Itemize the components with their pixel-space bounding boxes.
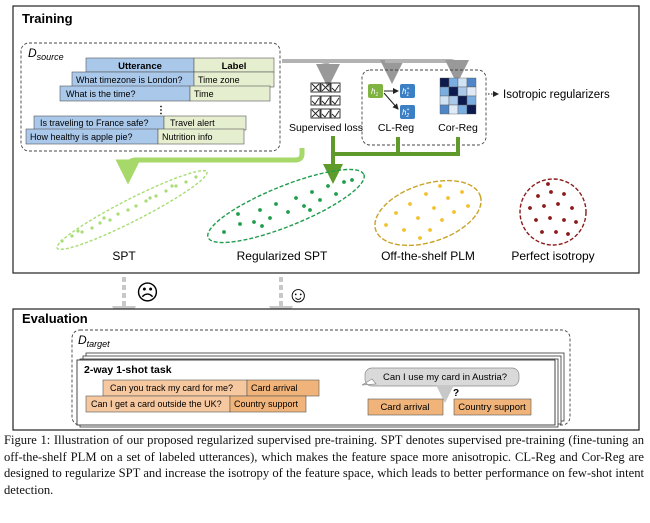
regularized-spt-label: Regularized SPT [237, 249, 328, 263]
svg-text:What is the time?: What is the time? [66, 89, 136, 99]
spt-space [56, 169, 208, 251]
spt-label: SPT [112, 249, 136, 263]
svg-text:h+1: h+1 [402, 86, 409, 98]
support-row: Can you track my card for me? Card arriv… [102, 379, 320, 397]
plm-label: Off-the-shelf PLM [381, 249, 475, 263]
query-bubble: Can I use my card in Austria? [361, 367, 520, 387]
svg-text:Can I use my card in Austria?: Can I use my card in Austria? [383, 372, 507, 383]
arrow-to-spt [115, 148, 305, 185]
svg-text:h+2: h+2 [402, 107, 409, 119]
option-card-arrival: Card arrival [367, 398, 444, 416]
happy-face-icon: ☺ [287, 282, 309, 307]
support-row: Can I get a card outside the UK? Country… [85, 395, 307, 413]
sad-face-icon: ☹ [136, 280, 159, 305]
table-row: Is traveling to France safe? Travel aler… [33, 115, 247, 131]
svg-text:Can you track my card for me?: Can you track my card for me? [110, 383, 233, 393]
svg-text:Time zone: Time zone [198, 75, 240, 85]
table-row: How healthy is apple pie? Nutrition info [25, 128, 245, 145]
svg-text:Is traveling to France safe?: Is traveling to France safe? [40, 118, 149, 128]
regularized-spt-space [207, 168, 365, 244]
table-row: What is the time? Time [59, 85, 271, 102]
source-dataset-label: Dsource [28, 46, 64, 62]
svg-text:h1: h1 [371, 87, 378, 98]
isotropy-space [519, 178, 587, 246]
header-utterance: Utterance [118, 61, 162, 72]
target-dataset-label: Dtarget [78, 333, 110, 349]
header-label: Label [222, 61, 247, 72]
svg-text:Country support: Country support [458, 402, 526, 413]
source-dataset-box [20, 42, 281, 152]
evaluation-title: Evaluation [22, 311, 88, 326]
arrow-cor-reg-down [398, 137, 460, 156]
supervised-loss-icon [310, 82, 341, 119]
svg-text:Travel alert: Travel alert [170, 118, 215, 128]
table-header: Utterance Label [85, 57, 275, 73]
figure-caption: Figure 1: Illustration of our proposed r… [4, 433, 644, 497]
arrow-to-cor-reg [385, 59, 469, 84]
regularizers-box [361, 69, 487, 146]
svg-text:How healthy is apple pie?: How healthy is apple pie? [30, 132, 133, 142]
table-row: What timezone is London? Time zone [71, 71, 275, 88]
svg-text:Country support: Country support [234, 399, 299, 409]
svg-text:Card arrival: Card arrival [251, 383, 298, 393]
svg-text:What timezone is London?: What timezone is London? [76, 75, 183, 85]
svg-text:Nutrition info: Nutrition info [162, 132, 213, 142]
svg-text:Card arrival: Card arrival [380, 402, 429, 413]
cor-reg-icon [439, 77, 477, 115]
isotropy-label: Perfect isotropy [511, 249, 594, 263]
training-title: Training [22, 11, 73, 26]
supervised-loss-label: Supervised loss [289, 122, 363, 134]
cl-reg-label: CL-Reg [378, 122, 414, 134]
cl-reg-icon: h1 h+1 h+2 [368, 84, 415, 119]
figure-diagram: Training Dsource Utterance Label What ti… [12, 5, 640, 431]
svg-text:Time: Time [194, 89, 214, 99]
task-title: 2-way 1-shot task [84, 364, 172, 376]
isotropic-regularizers-label: Isotropic regularizers [503, 89, 610, 101]
query-question-mark: ? [453, 388, 459, 399]
plm-space [374, 179, 482, 247]
cor-reg-label: Cor-Reg [438, 122, 478, 134]
option-country-support: Country support [453, 398, 532, 416]
table-ellipsis: ⋮ [156, 105, 166, 116]
svg-text:Can I get a card outside the U: Can I get a card outside the UK? [91, 399, 222, 409]
